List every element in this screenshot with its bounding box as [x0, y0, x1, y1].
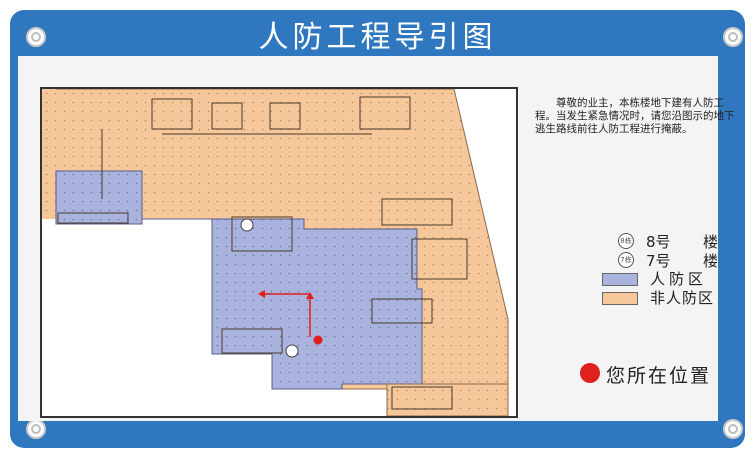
you-are-here-label: 您所在位置	[606, 365, 712, 387]
legend-label-building-7: 7号	[646, 252, 671, 270]
legend-row-building-8: 8栋 8号 楼	[598, 231, 738, 251]
current-position-marker	[313, 335, 323, 345]
legend-tail-building-8: 楼	[702, 233, 718, 251]
floor-plan-map	[40, 87, 518, 418]
corner-bolt-icon	[26, 27, 46, 47]
civil-defense-area	[55, 170, 423, 390]
building-8-badge-icon: 8栋	[618, 233, 634, 249]
building-7-badge-icon: 7栋	[618, 252, 634, 268]
title-bar: 人防工程导引图	[10, 10, 745, 66]
corner-bolt-icon	[26, 419, 46, 439]
escape-route-arrow	[258, 290, 314, 337]
non-civil-defense-block	[386, 383, 509, 416]
sign-title: 人防工程导引图	[258, 20, 497, 55]
legend-tail-building-7: 楼	[702, 252, 718, 270]
notice-text: 尊敬的业主，本栋楼地下建有人防工程。当发生紧急情况时，请您沿图示的地下逃生路线前…	[535, 97, 735, 135]
civil-defense-swatch	[602, 273, 638, 286]
legend-label-civil-defense: 人防区	[650, 270, 708, 288]
legend-label-building-8: 8号	[646, 233, 671, 251]
floor-plan-svg	[42, 89, 509, 416]
building-8-marker	[240, 218, 254, 232]
corner-bolt-icon	[723, 419, 743, 439]
position-dot-icon	[580, 363, 600, 383]
legend-row-building-7: 7栋 7号 楼	[598, 250, 738, 270]
legend-row-non-civil-defense: 非人防区	[598, 288, 738, 307]
unmapped-area	[42, 219, 212, 416]
corner-bolt-icon	[723, 27, 743, 47]
legend-label-non-civil-defense: 非人防区	[650, 289, 715, 307]
building-7-marker	[285, 344, 299, 358]
legend-row-civil-defense: 人防区	[598, 269, 738, 288]
map-legend: 8栋 8号 楼 7栋 7号 楼 人防区 非人防区	[598, 231, 738, 307]
non-civil-defense-swatch	[602, 292, 638, 305]
